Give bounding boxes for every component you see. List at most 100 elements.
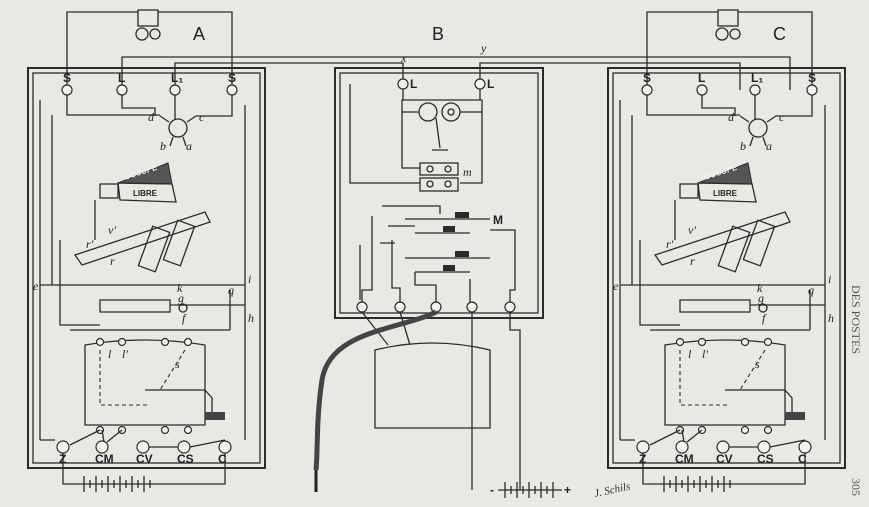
side-label: g [178,291,184,305]
top-terminal[interactable] [806,84,818,96]
side-label: f [762,311,767,325]
bottom-terminal[interactable] [716,440,730,454]
relay-label: v' [108,223,116,237]
switch-label: s [175,357,180,371]
top-terminal[interactable] [696,84,708,96]
bottom-terminal-label: CV [136,452,153,466]
relay-coil [742,219,776,267]
station-cabinet-inner [612,72,841,464]
switch-terminal [763,425,773,435]
telephone-switch-box [84,339,206,426]
page-number: 305 [849,478,863,496]
central-bottom-terminals [356,301,516,313]
relay-label: v' [688,223,696,237]
terminal-l-1[interactable] [397,78,409,90]
bottom-terminal[interactable] [56,440,70,454]
battery-minus: - [490,483,494,497]
relay-label: r [110,254,115,268]
top-terminal-label: S [808,71,816,85]
side-label: f [182,311,187,325]
bottom-terminal-label: CM [675,452,694,466]
relay-label: r [690,254,695,268]
side-label: g [758,291,764,305]
line-label-y: y [480,41,487,55]
station-cabinet [607,67,846,469]
top-terminal[interactable] [169,84,181,96]
bottom-wires [40,429,226,485]
bottom-terminal-label: Z [639,452,646,466]
relay-armature [653,211,791,266]
relay-label: r' [86,237,94,251]
station-cabinet-inner [32,72,261,464]
bottom-terminal[interactable] [798,440,812,454]
station-label: C [773,24,786,44]
bell-wires [66,11,233,90]
running-head: DES POSTES [849,285,863,354]
relay-label: k [177,281,183,295]
terminal-label: L [487,77,494,91]
top-terminal[interactable] [749,84,761,96]
station-wires [619,100,826,440]
station-cabinet [27,67,266,469]
receiver-icon [205,412,225,420]
top-terminal[interactable] [641,84,653,96]
bottom-terminal[interactable] [636,440,650,454]
terminal-block-m [419,162,459,192]
side-label: i [248,272,251,286]
indicator-free-text: LIBRE [713,189,738,198]
switch-label: l [688,347,692,361]
relay-label: r' [666,237,674,251]
bell-wires [646,11,813,90]
switch-label: l' [122,347,128,361]
commutator-label: b [160,139,166,153]
terminal-label: L [410,77,417,91]
bottom-terminal-label: C [218,452,227,466]
telephone-switch-box [664,339,786,426]
bell-icon [137,9,159,27]
switch-hook [725,389,793,412]
indicator-magnet [99,183,119,199]
switch-label: l' [702,347,708,361]
side-label: i [828,272,831,286]
relay-coil [717,225,751,273]
operator-cord[interactable] [313,309,438,471]
indicator-free-flag [697,182,757,203]
block-label-m: m [463,165,472,179]
bottom-terminal[interactable] [177,440,191,454]
bottom-terminal-label: C [798,452,807,466]
bottom-terminal-label: CS [177,452,194,466]
bottom-terminal[interactable] [95,440,109,454]
bell-gong [715,27,729,41]
terminal-l-2[interactable] [474,78,486,90]
bottom-terminal[interactable] [757,440,771,454]
top-terminal-label: S [228,71,236,85]
station-label-b: B [432,24,444,44]
top-terminal-label: L [698,71,705,85]
switch-terminal [160,425,170,435]
top-terminal[interactable] [226,84,238,96]
bell-gong [149,28,161,40]
commutator-wires [646,95,813,147]
bottom-terminal[interactable] [136,440,150,454]
top-terminal-label: L₁ [751,71,763,85]
top-terminal[interactable] [61,84,73,96]
side-label: h [248,311,254,325]
switch-terminal [95,337,105,347]
bottom-terminal[interactable] [675,440,689,454]
commutator-label: a [766,139,772,153]
switch-internal-links [99,349,186,406]
commutator [168,118,188,138]
bottom-terminal[interactable] [218,440,232,454]
keys-label-m: M [493,213,503,227]
commutator-label: c [779,110,785,124]
relay-coil [137,225,171,273]
commutator [748,118,768,138]
switch-terminal [183,425,193,435]
top-terminal-label: S [643,71,651,85]
switch-keys-m [359,205,516,302]
top-terminal[interactable] [116,84,128,96]
station-battery [80,476,155,492]
bell-gong [135,27,149,41]
